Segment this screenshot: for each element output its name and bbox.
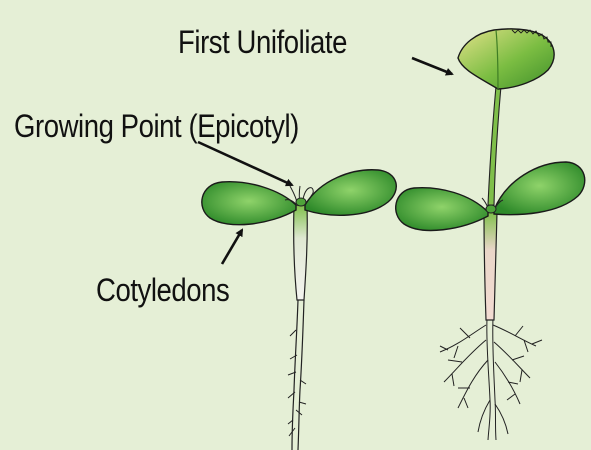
arrow-growing-point [198,142,292,185]
arrow-first-unifoliate [412,58,452,74]
right-hypocotyl [484,212,497,320]
left-hypocotyl [294,205,308,300]
right-cotyledon-left [396,188,488,231]
left-cotyledon-left [202,182,296,225]
label-growing-point: Growing Point (Epicotyl) [14,108,299,144]
right-seedling [396,29,585,440]
left-root [288,300,306,450]
label-first-unifoliate: First Unifoliate [178,24,347,60]
left-seedling [202,170,396,450]
first-unifoliate-leaf [458,29,554,89]
right-cotyledon-right [494,162,585,215]
epicotyl-stalk [488,86,501,205]
right-root [440,318,542,440]
left-cotyledon-right [305,170,396,215]
arrow-cotyledons [222,230,242,264]
label-cotyledons: Cotyledons [96,272,229,308]
